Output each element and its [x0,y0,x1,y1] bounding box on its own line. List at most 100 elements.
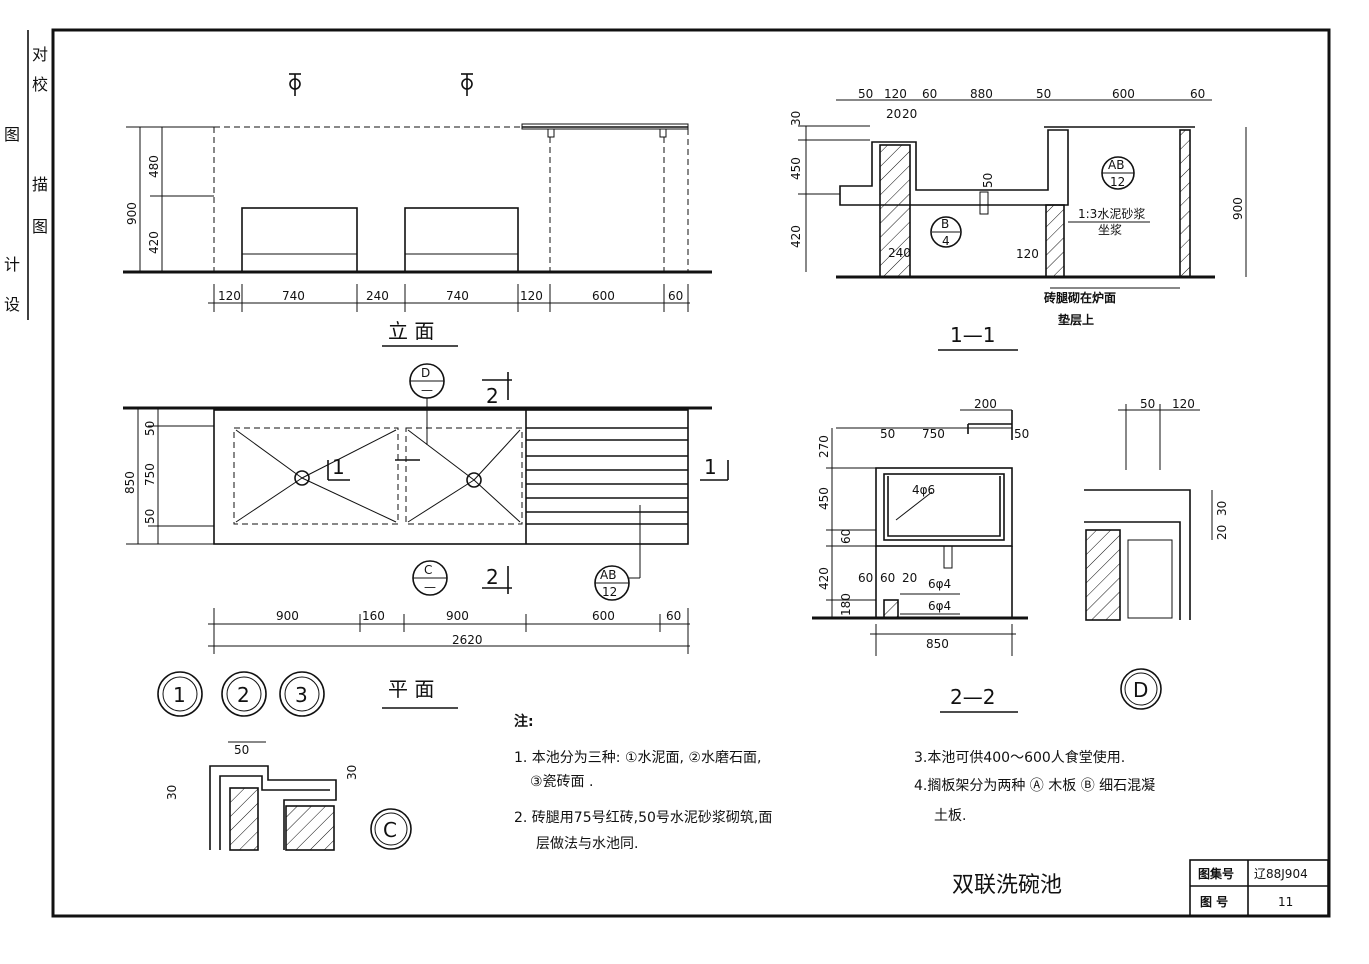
plan-v-total: 850 [123,471,137,494]
plan-cut-2-bottom: 2 [486,565,499,589]
s11-top-dim-6: 600 [1112,87,1135,101]
note-1b: ③瓷砖面 . [530,774,593,790]
s22-rebar-3: 6φ4 [928,599,951,613]
detail-d-side-2: 30 [1215,501,1229,516]
callout-c: C — [412,560,448,596]
elev-h-dim-2: 740 [282,289,305,303]
s11-callout-ab-top: AB [1108,158,1124,172]
s22-left-dim-5: 180 [839,593,853,616]
s11-mortar-note: 1:3水泥砂浆 [1078,206,1145,221]
strip-char-1: 设 [4,295,20,314]
note-3: 3.本池可供400～600人食堂使用. [914,749,1125,766]
strip-char-4: 描 [32,175,48,194]
s22-left-dim-1: 270 [817,435,831,458]
s11-dim-30: 30 [789,111,803,126]
plan-callout-ab-bottom: 12 [602,585,617,599]
elev-h-dim-7: 60 [668,289,683,303]
drawing-title: 双联洗碗池 [952,873,1062,898]
s22-small-dim-1: 60 [858,571,873,585]
s11-mortar-note-2: 坐浆 [1098,222,1122,237]
title-block-set-value: 辽88J904 [1254,867,1308,881]
rack-slats [525,410,688,544]
detail-c-top-dim: 50 [234,743,249,757]
elevation-title: 立 面 [388,319,434,343]
plan-h-total: 2620 [452,633,483,647]
s11-top-dim-1: 50 [858,87,873,101]
s11-dim-900: 900 [1231,197,1245,220]
detail-d-label: D [1133,678,1148,702]
plan-callout-d-top: D [421,366,430,380]
s11-dim-50: 50 [981,173,995,188]
note-1: 1. 本池分为三种: ①水泥面, ②水磨石面, [514,750,761,766]
s22-small-dim-2: 60 [880,571,895,585]
elev-h-dim-1: 120 [218,289,241,303]
note-2: 2. 砖腿用75号红砖,50号水泥砂浆砌筑,面 [514,810,772,826]
plan-v-dim-2: 750 [143,463,157,486]
s11-callout-b-top: B [941,217,949,231]
title-block-set-label: 图集号 [1198,866,1234,881]
s22-top-dim-3: 750 [922,427,945,441]
title-block-no-value: 11 [1278,895,1293,909]
s22-small-dim-3: 20 [902,571,917,585]
plan-title: 平 面 [388,677,434,701]
s22-bottom-dim: 850 [926,637,949,651]
s11-leg-note-2: 垫层上 [1058,312,1094,327]
s11-dim-120: 120 [1016,247,1039,261]
elevation-view: 480 420 900 120 740 240 740 120 600 60 立… [123,73,712,347]
elev-h-dim-6: 600 [592,289,615,303]
strip-char-6: 校 [32,75,48,94]
s11-top-dim-2: 120 [884,87,907,101]
sheet-frame [51,28,1331,918]
s11-dim-450: 450 [789,157,803,180]
s11-top-dim-8: 20 [886,107,901,121]
detail-c-right-dim: 30 [345,765,359,780]
s11-top-dim-9: 20 [902,107,917,121]
callout-d: D — [409,363,445,445]
elev-h-dim-5: 120 [520,289,543,303]
elev-dim-900: 900 [125,202,139,225]
section-2-2-view: 200 50 750 50 4φ6 6φ4 6φ4 60 60 20 270 4… [812,397,1029,713]
plan-callout-c-top: C [424,563,432,577]
plan-cut-1-right: 1 [704,455,717,479]
section-1-1-title: 1—1 [950,323,995,347]
elev-dim-420: 420 [147,231,161,254]
detail-d-view: 50 120 20 30 D [1084,397,1229,710]
detail-c-left-dim: 30 [165,785,179,800]
s11-callout-b-bottom: 4 [942,234,950,248]
s11-top-dim-5: 50 [1036,87,1051,101]
section-1-1-view: 50 120 60 880 50 600 60 20 20 30 450 420… [789,87,1247,351]
notes-block: 注: 1. 本池分为三种: ①水泥面, ②水磨石面, ③瓷砖面 . 2. 砖腿用… [514,713,1155,852]
plan-callout-ab-top: AB [600,568,616,582]
section-2-2-title: 2—2 [950,685,995,709]
s22-rebar-1: 4φ6 [912,483,935,497]
plan-h-dim-3: 900 [446,609,469,623]
elev-h-dim-4: 740 [446,289,469,303]
s11-top-dim-4: 880 [970,87,993,101]
callout-ab-12: AB 12 [1101,156,1135,190]
strip-char-7: 对 [32,45,48,64]
strip-char-5: 图 [4,125,20,144]
note-4: 4.搁板架分为两种 Ⓐ 木板 Ⓑ 细石混凝 [914,778,1155,794]
title-block: 双联洗碗池 图集号 辽88J904 图 号 11 [952,859,1329,917]
plan-h-dim-1: 900 [276,609,299,623]
callout-ab-12-plan: AB 12 [594,505,641,601]
elev-h-dim-3: 240 [366,289,389,303]
detail-c-label: C [383,818,397,842]
s22-left-dim-4: 420 [817,567,831,590]
plan-view: 1 1 2 2 D — C — AB 12 [123,363,729,709]
elev-dim-480: 480 [147,155,161,178]
plan-h-dim-2: 160 [362,609,385,623]
callout-b-4: B 4 [930,216,962,248]
notes-heading: 注: [514,713,534,730]
s11-leg-note: 砖腿砌在炉面 [1044,290,1116,305]
type-marker-2: 2 [237,683,250,707]
s11-callout-ab-bottom: 12 [1110,175,1125,189]
plan-v-dim-1: 50 [143,421,157,436]
type-marker-3: 3 [295,683,308,707]
plan-h-dim-4: 600 [592,609,615,623]
plan-h-dim-5: 60 [666,609,681,623]
s22-top-dim-4: 50 [1014,427,1029,441]
strip-char-2: 计 [4,255,20,274]
s22-left-dim-2: 450 [817,487,831,510]
